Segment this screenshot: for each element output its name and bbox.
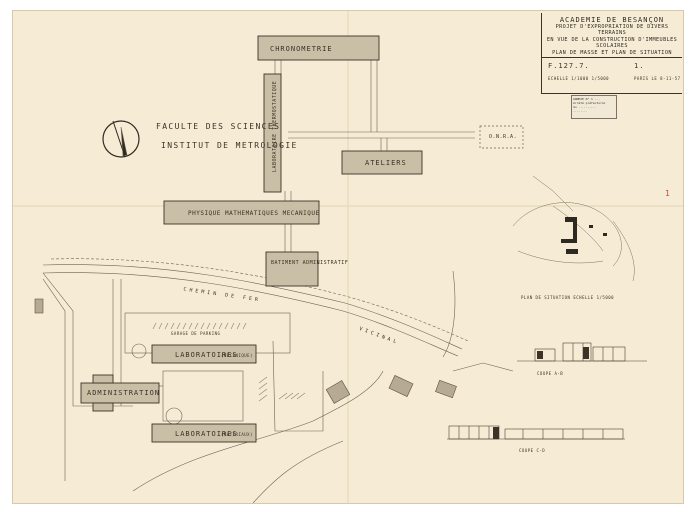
label-labo-thermo: LABORATOIRE THERMOSTATIQUE (272, 80, 278, 172)
cartouche-date: PARIS LE 8-11-57 (634, 76, 681, 81)
stamp-line-3: du .......... (573, 105, 597, 109)
label-onera: O.N.R.A. (489, 134, 518, 140)
building-labo-top (151, 344, 257, 364)
label-parking: GARAGE DE PARKING (171, 331, 221, 336)
cartouche-title: ACADEMIE DE BESANÇON (559, 16, 665, 24)
cartouche-scale: ECHELLE 1/1000 1/5000 (548, 76, 610, 81)
cartouche-sheet-no: 1. (634, 62, 645, 70)
label-labo-top-sub: (MECANIQUE) (221, 353, 253, 358)
building-ateliers (341, 150, 423, 175)
red-annotation: 1 (665, 189, 670, 198)
building-labo-thermo (263, 73, 282, 193)
label-batiment-admin: BATIMENT ADMINISTRATIF (271, 260, 349, 266)
annex-stamp: ANNEXE N° 1 ... Arrêté préfectoral du ..… (571, 95, 617, 119)
label-physique: PHYSIQUE MATHEMATIQUES MECANIQUE (188, 210, 320, 217)
stamp-line-2: Arrêté préfectoral (573, 101, 606, 105)
cartouche-line-1: PROJET D'EXPROPRIATION DE DIVERS TERRAIN… (555, 24, 669, 37)
cartouche-ref: F.127.7. (548, 62, 590, 70)
building-chronometrie (257, 35, 380, 61)
site-plan-drawing (13, 11, 683, 503)
label-ateliers: ATELIERS (365, 159, 407, 167)
label-labo-bottom-sub: (MATERIAUX) (221, 432, 253, 437)
stamp-line-1: ANNEXE N° 1 ... (573, 97, 601, 101)
plan-sheet: CHRONOMETRIE LABORATOIRE THERMOSTATIQUE … (12, 10, 684, 504)
cartouche-line-2: EN VUE DE LA CONSTRUCTION D'IMMEUBLES SC… (546, 36, 678, 50)
stamp-line-4: ........ (573, 109, 588, 113)
building-physique (163, 200, 320, 225)
title-block: ACADEMIE DE BESANÇON PROJET D'EXPROPRIAT… (541, 13, 682, 94)
label-administration: ADMINISTRATION (87, 389, 161, 397)
label-coupe-cd: COUPE C-D (519, 448, 546, 453)
label-labo-top: LABORATOIRES (175, 351, 238, 359)
building-administration (80, 382, 160, 404)
cartouche-ref-row: F.127.7. 1. ECHELLE 1/1000 1/5000 PARIS … (542, 57, 682, 92)
cartouche-line-3: PLAN DE MASSE ET PLAN DE SITUATION (552, 49, 672, 56)
label-faculte: FACULTE DES SCIENCES (156, 122, 281, 131)
building-batiment-admin (265, 251, 319, 287)
building-labo-bottom (151, 423, 257, 443)
building-onera (479, 125, 524, 149)
label-chronometrie: CHRONOMETRIE (270, 45, 333, 53)
label-institut: INSTITUT DE METROLOGIE (161, 141, 298, 150)
label-plan-situation: PLAN DE SITUATION ECHELLE 1/5000 (521, 295, 615, 300)
label-coupe-ab: COUPE A-B (537, 371, 564, 376)
label-labo-bottom: LABORATOIRES (175, 430, 238, 438)
